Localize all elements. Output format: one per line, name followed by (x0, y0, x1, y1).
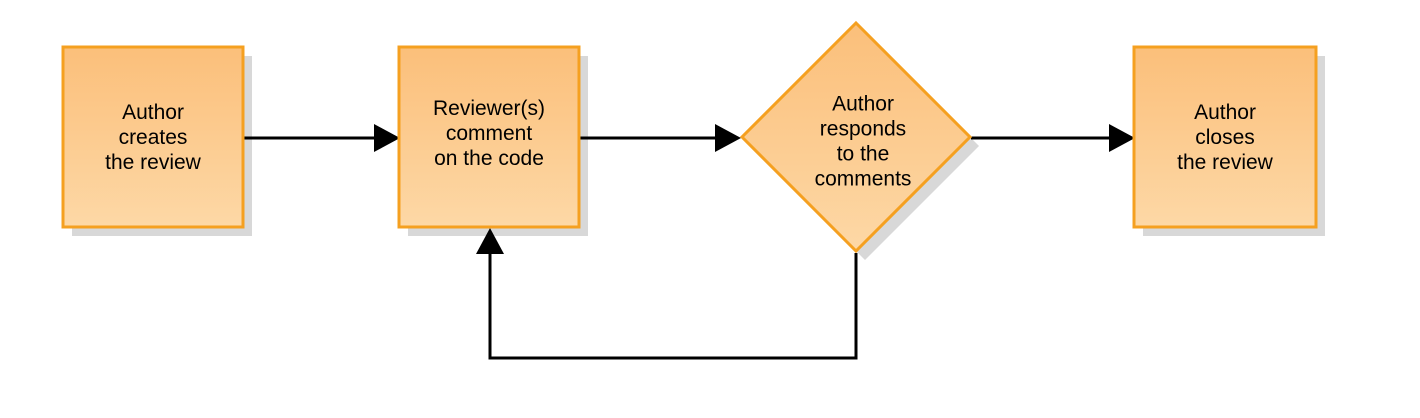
arrow-respond-to-close (971, 124, 1135, 152)
label-line: responds (820, 118, 906, 141)
create-review-box (61, 45, 245, 229)
loop-arrow-respond-to-comment (476, 228, 858, 360)
label-line: Author (832, 93, 894, 116)
arrow-comment-to-respond (580, 124, 741, 152)
label-line: comment (446, 122, 533, 145)
author-responds-diamond (739, 20, 973, 254)
label-line: Reviewer(s) (433, 97, 545, 120)
close-review-box (1132, 45, 1318, 229)
label-line: the review (1177, 151, 1274, 174)
label-line: closes (1195, 126, 1255, 149)
arrow-create-to-comment (244, 124, 400, 152)
connectors (244, 124, 1135, 360)
label-line: the review (105, 151, 202, 174)
label-line: Author (122, 101, 184, 124)
label-line: to the (837, 143, 890, 166)
label-line: Author (1194, 101, 1256, 124)
label-line: comments (815, 168, 912, 191)
label-line: on the code (434, 147, 544, 170)
reviewer-comment-box (397, 45, 581, 229)
label-line: creates (119, 126, 188, 149)
